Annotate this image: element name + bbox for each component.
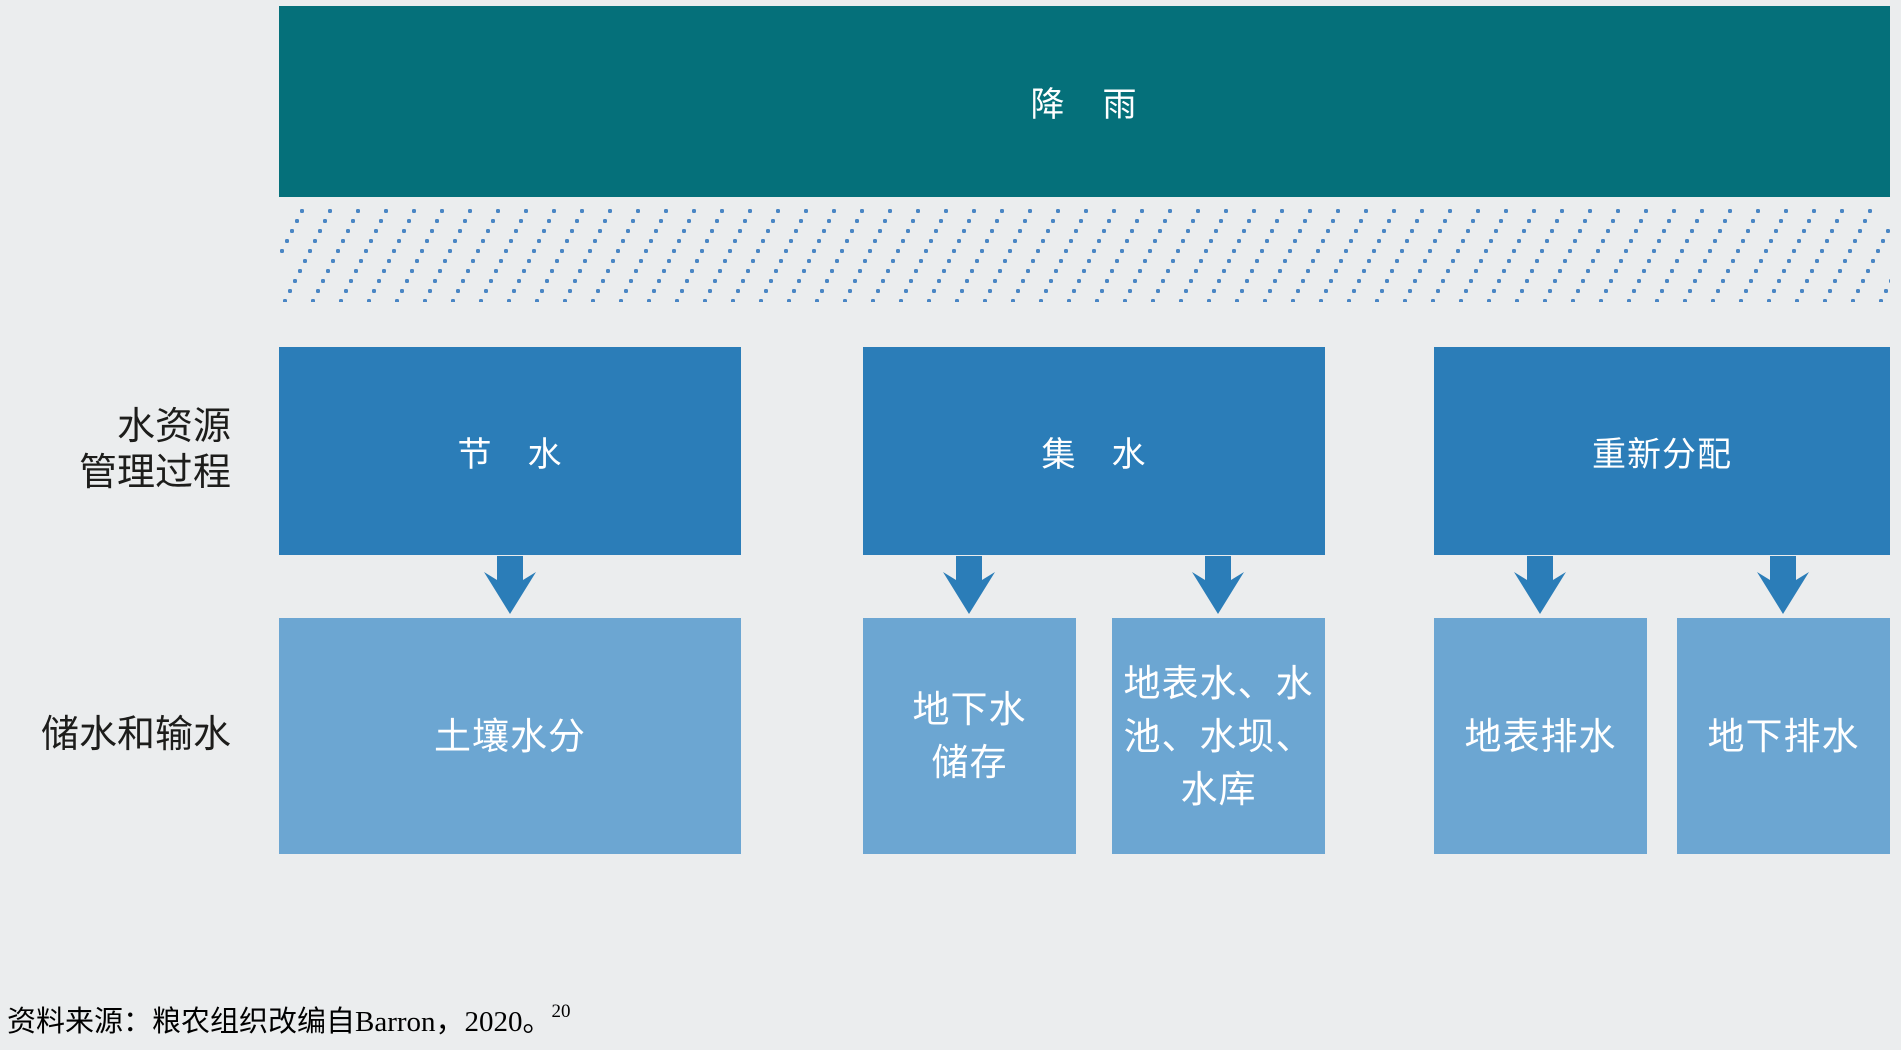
source-text: 资料来源：粮农组织改编自Barron，2020。 [7, 1006, 552, 1038]
down-arrow-icon [1757, 556, 1809, 614]
rain-dots-pattern [279, 206, 1890, 302]
storage-box-label: 土壤水分 [434, 715, 586, 757]
storage-box-label: 地表排水 [1464, 715, 1617, 757]
process-box-water-harvesting: 集 水 [863, 347, 1325, 555]
source-note: 资料来源：粮农组织改编自Barron，2020。20 [7, 1002, 571, 1042]
label-storage-and-transmission: 储水和输水 [40, 714, 231, 756]
storage-box-surface-drainage: 地表排水 [1434, 618, 1647, 854]
process-box-label: 重新分配 [1592, 435, 1732, 474]
source-footnote-number: 20 [551, 1001, 571, 1022]
label-water-management-process: 水资源 管理过程 [78, 406, 231, 494]
rainfall-banner: 降 雨 [279, 6, 1890, 197]
process-box-label: 节 水 [457, 435, 563, 474]
down-arrow-icon [943, 556, 995, 614]
storage-box-label: 地表水、水 池、水坝、 水库 [1123, 662, 1314, 810]
storage-box-groundwater-storage: 地下水 储存 [863, 618, 1076, 854]
storage-box-label: 地下排水 [1707, 715, 1860, 757]
rainfall-banner-label: 降 雨 [1030, 86, 1139, 124]
storage-box-soil-moisture: 土壤水分 [279, 618, 741, 854]
storage-box-subsurface-drainage: 地下排水 [1677, 618, 1890, 854]
process-box-label: 集 水 [1041, 435, 1147, 474]
down-arrow-icon [1192, 556, 1244, 614]
process-box-water-saving: 节 水 [279, 347, 741, 555]
storage-box-surface-water-ponds-dams-reservoirs: 地表水、水 池、水坝、 水库 [1112, 618, 1325, 854]
down-arrow-icon [484, 556, 536, 614]
down-arrow-icon [1514, 556, 1566, 614]
process-box-reallocation: 重新分配 [1434, 347, 1890, 555]
storage-box-label: 地下水 储存 [912, 689, 1027, 783]
